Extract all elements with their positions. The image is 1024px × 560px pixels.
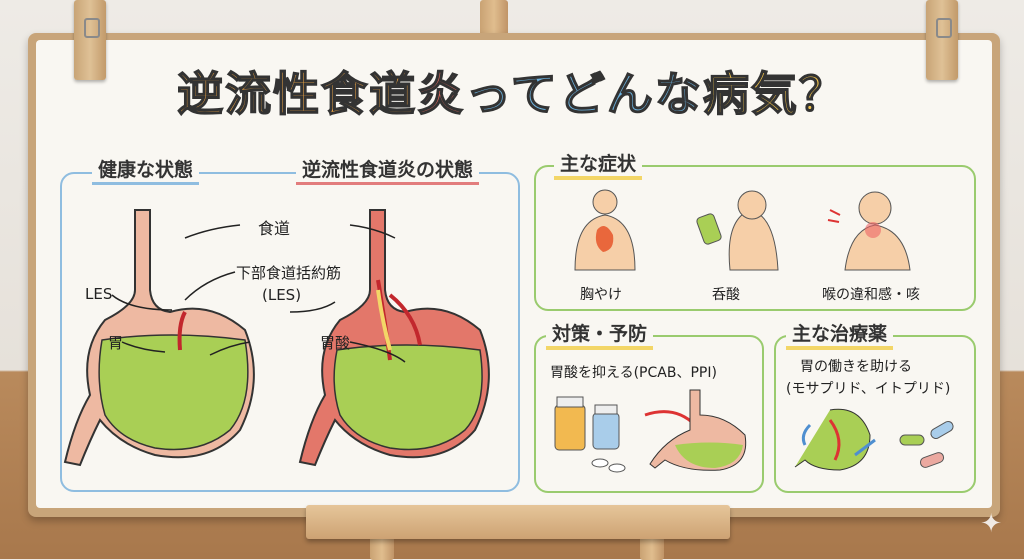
treatment-heading: 主な治療薬 (786, 322, 894, 350)
prevention-heading: 対策・予防 (546, 322, 654, 350)
acid-regurgitation-illustration (696, 190, 779, 271)
motility-stomach-illustration (794, 408, 954, 471)
clip-right (926, 0, 958, 80)
title-char: 性 (272, 66, 322, 122)
title-char: ど (558, 66, 607, 122)
label-esophagus: 食道 (258, 219, 291, 238)
title-char: 病 (702, 66, 751, 122)
title-char: 炎 (416, 66, 466, 122)
poster-title: 逆流性食道炎ってどんな病気？ (0, 58, 1024, 124)
title-char: 気 (750, 66, 799, 122)
heartburn-illustration (574, 189, 636, 271)
label-les: LES (85, 285, 113, 303)
title-char: 流 (224, 66, 274, 122)
symptoms-heading: 主な症状 (554, 152, 643, 180)
treated-stomach-illustration (644, 389, 747, 471)
sparkle-icon: ✦ (980, 509, 1002, 539)
treatment-line1: 胃の働きを助ける (800, 359, 912, 375)
title-char: て (510, 66, 559, 122)
healthy-stomach-illustration (63, 209, 255, 467)
title-char: っ (464, 66, 511, 122)
symptom-throat-cough: 喉の違和感・咳 (822, 287, 920, 303)
title-char: な (654, 66, 703, 122)
title-char: 逆 (176, 66, 226, 122)
healthy-heading: 健康な状態 (92, 158, 200, 185)
title-char: ん (606, 66, 655, 122)
reflux-stomach-illustration (298, 209, 490, 467)
label-les-paren: (LES) (262, 286, 302, 304)
easel-shelf (306, 505, 730, 539)
label-acid: 胃酸 (320, 334, 351, 352)
title-char: 道 (368, 66, 418, 122)
disease-heading: 逆流性食道炎の状態 (296, 158, 480, 185)
throat-discomfort-illustration (827, 191, 911, 271)
symptom-heartburn: 胸やけ (580, 287, 622, 303)
label-stomach: 胃 (108, 334, 124, 352)
title-char: ？ (798, 66, 847, 122)
prevention-text: 胃酸を抑える(PCAB、PPI) (550, 365, 717, 381)
symptoms-panel (534, 165, 976, 311)
symptom-acid-regurgitation: 呑酸 (712, 287, 740, 303)
title-char: 食 (320, 66, 370, 122)
medicine-bottles-illustration (554, 396, 626, 473)
treatment-line2: (モサプリド、イトプリド) (786, 381, 951, 397)
comparison-panel (60, 172, 520, 492)
label-les-full: 下部食道括約筋 (236, 264, 342, 282)
clip-left (74, 0, 106, 80)
label-arrows (111, 224, 406, 363)
